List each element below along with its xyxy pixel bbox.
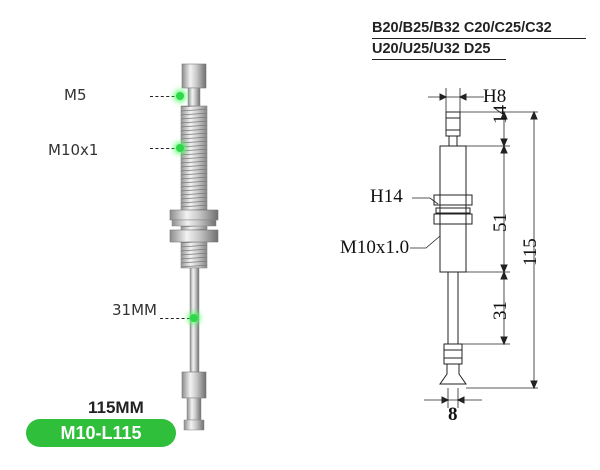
drawing-title-line1: B20/B25/B32 C20/C25/C32 [372, 20, 552, 36]
dim-115: 115 [520, 238, 541, 266]
len31-marker [190, 314, 198, 322]
drawing-lower-nut [433, 213, 473, 225]
drawing-top-hex [445, 111, 461, 137]
m10-label: M10x1 [48, 141, 99, 159]
dim-8: 8 [448, 404, 458, 425]
bottom-hex [181, 371, 207, 399]
dim-h8: H8 [483, 86, 507, 107]
drawing-bottom-hex [443, 343, 463, 365]
dim-31: 31 [490, 301, 511, 320]
upper-nut [169, 209, 219, 221]
len31-leader [160, 318, 190, 319]
vacuum-screw-illustration [169, 63, 219, 431]
dim-h14: H14 [370, 186, 403, 207]
dim-m10: M10x1.0 [340, 237, 410, 258]
threaded-body [180, 105, 208, 269]
drawing-upper-nut [433, 194, 473, 206]
drawing-rod [447, 271, 459, 345]
dim-14: 14 [490, 105, 511, 124]
title-underline-1 [372, 38, 586, 39]
m10-marker [176, 144, 184, 152]
drawing-threaded-body [439, 145, 467, 273]
len31-label: 31MM [112, 301, 157, 319]
m5-label: M5 [64, 86, 87, 104]
drawing-nozzle [439, 364, 467, 385]
top-hex [181, 63, 207, 89]
title-underline-2 [372, 59, 506, 60]
dim-51: 51 [490, 213, 511, 232]
m5-leader [150, 96, 180, 97]
length-label: 115MM [88, 398, 144, 417]
lower-nut [169, 229, 219, 243]
drawing-svg [410, 88, 538, 408]
m5-marker [176, 92, 184, 100]
drawing-title-line2: U20/U25/U32 D25 [372, 41, 491, 57]
m10-leader [150, 148, 180, 149]
model-badge: M10-L115 [26, 419, 176, 447]
